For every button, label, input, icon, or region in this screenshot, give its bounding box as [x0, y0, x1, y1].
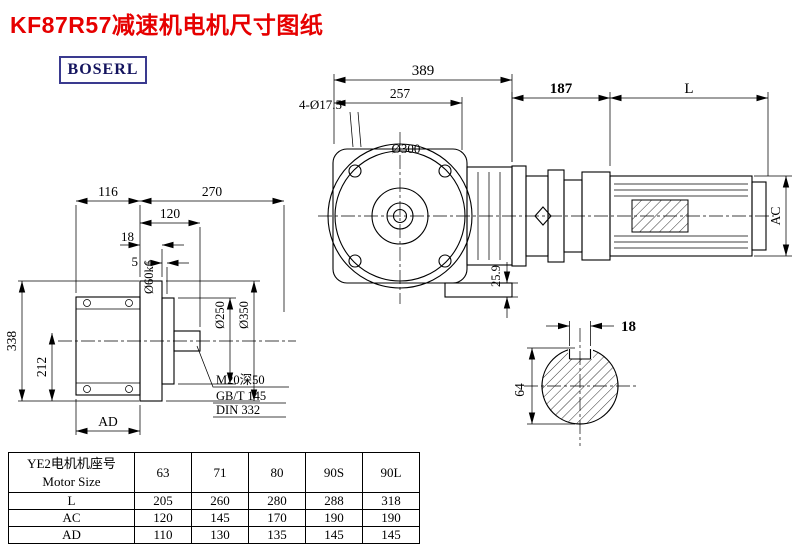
shaft-section-dimensions: 18 64 [512, 319, 636, 425]
table-header-row: YE2电机机座号 Motor Size 63 71 80 90S 90L [8, 452, 420, 493]
tap-note-thread: M20深50 [216, 373, 265, 387]
page-title: KF87R57减速机电机尺寸图纸 [10, 12, 324, 38]
table-cell: 63 [134, 452, 192, 493]
table-row: L 205 260 280 288 318 [8, 492, 420, 510]
front-view-dimensions: 389 257 4-Ø17.5 Ø300 25.9 [299, 63, 518, 318]
brand-logo: BOSERL [59, 56, 147, 84]
table-cell: 145 [362, 526, 420, 544]
dim-shaft-dia-64: 64 [512, 383, 527, 397]
dim-shaft-dia: Ø60k6 [142, 260, 156, 294]
centerlines [58, 132, 774, 342]
table-header-cell: YE2电机机座号 Motor Size [8, 452, 135, 493]
dim-foot-ad: AD [98, 414, 118, 429]
table-cell: 120 [134, 509, 192, 527]
bolt-hole [438, 164, 452, 178]
table-cell: 318 [362, 492, 420, 510]
dim-frame-dia: AC [768, 207, 783, 226]
tap-note-din: DIN 332 [216, 403, 260, 417]
dim-flange-thickness: 18 [121, 229, 134, 244]
dim-adapter-length: 187 [550, 81, 573, 97]
technical-drawing: 389 257 4-Ø17.5 Ø300 25.9 [4, 63, 792, 446]
dim-flange-od: Ø350 [237, 301, 251, 329]
table-cell: 145 [191, 509, 249, 527]
gearbox-front-view [327, 143, 513, 298]
row-label: AC [8, 509, 135, 527]
dim-bolt-holes: 4-Ø17.5 [299, 97, 342, 112]
dim-key-width: 18 [621, 319, 636, 335]
dim-shaft-length: 120 [160, 206, 181, 221]
table-row: AD 110 130 135 145 145 [8, 526, 420, 544]
table-cell: 90S [305, 452, 363, 493]
dim-spigot-dia: Ø250 [213, 301, 227, 329]
row-label: L [8, 492, 135, 510]
motor-size-table: YE2电机机座号 Motor Size 63 71 80 90S 90L L 2… [8, 452, 420, 544]
row-label: AD [8, 526, 135, 544]
motor-side-view [511, 165, 767, 267]
table-cell: 130 [191, 526, 249, 544]
table-header-cn: YE2电机机座号 [27, 455, 116, 471]
output-view-dimensions: 116 270 120 18 5 Ø60k6 338 212 AD Ø250 Ø… [4, 184, 289, 435]
shaft-section-view [524, 328, 638, 446]
dim-mount-span: 270 [202, 184, 223, 199]
shaft-symbol [534, 206, 552, 226]
dim-center-height: 212 [34, 357, 49, 377]
table-cell: 80 [248, 452, 306, 493]
dim-flange-width: 257 [390, 86, 411, 101]
tap-note-gbt: GB/T 145 [216, 389, 266, 403]
table-cell: 135 [248, 526, 306, 544]
dim-motor-length: L [684, 81, 693, 97]
stator-hatch [631, 199, 689, 233]
dim-total-width: 389 [412, 63, 435, 79]
table-cell: 90L [362, 452, 420, 493]
table-cell: 71 [191, 452, 249, 493]
dim-step: 5 [132, 254, 139, 269]
bolt-hole [348, 254, 362, 268]
motor-dimensions: 187 L AC [511, 81, 792, 257]
table-cell: 110 [134, 526, 192, 544]
dim-flange-dia: Ø300 [392, 141, 421, 156]
dim-total-height: 338 [4, 331, 19, 352]
table-cell: 190 [305, 509, 363, 527]
table-cell: 260 [191, 492, 249, 510]
dim-body-width: 116 [98, 184, 118, 199]
bolt-hole [348, 164, 362, 178]
output-side-view [75, 280, 201, 402]
table-cell: 190 [362, 509, 420, 527]
table-header-en: Motor Size [42, 473, 101, 489]
table-row: AC 120 145 170 190 190 [8, 509, 420, 527]
table-cell: 170 [248, 509, 306, 527]
table-cell: 288 [305, 492, 363, 510]
table-cell: 280 [248, 492, 306, 510]
bolt-hole [438, 254, 452, 268]
dim-foot-offset: 25.9 [489, 265, 503, 287]
table-cell: 145 [305, 526, 363, 544]
table-cell: 205 [134, 492, 192, 510]
